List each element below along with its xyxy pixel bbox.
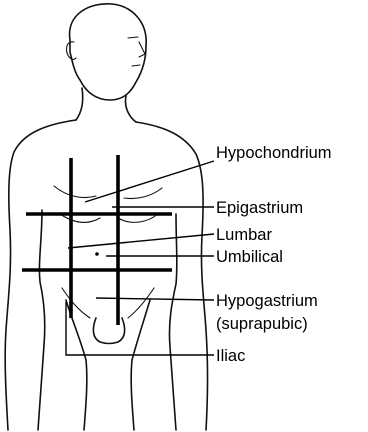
label-epigastrium: Epigastrium	[216, 199, 303, 217]
neck-right	[125, 96, 136, 122]
leader-hypogastrium	[96, 298, 214, 300]
nose	[139, 42, 145, 57]
leader-iliac	[66, 302, 214, 355]
chest-line-left	[54, 186, 96, 198]
head-outline	[70, 4, 147, 100]
human-figure	[5, 4, 207, 430]
leader-lines	[66, 161, 214, 355]
genitals	[93, 318, 124, 344]
right-shoulder-arm	[136, 122, 208, 430]
right-torso-side	[169, 214, 176, 430]
left-leg-inner	[66, 300, 87, 430]
label-umbilical: Umbilical	[216, 248, 283, 266]
label-lumbar: Lumbar	[216, 226, 272, 244]
label-hypogastrium: Hypogastrium	[216, 292, 318, 310]
umbilicus	[95, 252, 99, 256]
label-suprapubic: (suprapubic)	[216, 315, 308, 333]
label-iliac: Iliac	[216, 347, 245, 365]
chest-line-right	[124, 188, 162, 199]
groin-line-right	[128, 288, 154, 318]
mouth	[132, 65, 140, 66]
left-torso-side	[38, 210, 45, 430]
right-leg-inner	[131, 300, 150, 430]
neck-left	[76, 88, 83, 120]
eye	[128, 37, 138, 38]
leader-lumbar	[68, 234, 214, 248]
labels: Hypochondrium Epigastrium Lumbar Umbilic…	[216, 144, 332, 365]
label-hypochondrium: Hypochondrium	[216, 144, 332, 162]
